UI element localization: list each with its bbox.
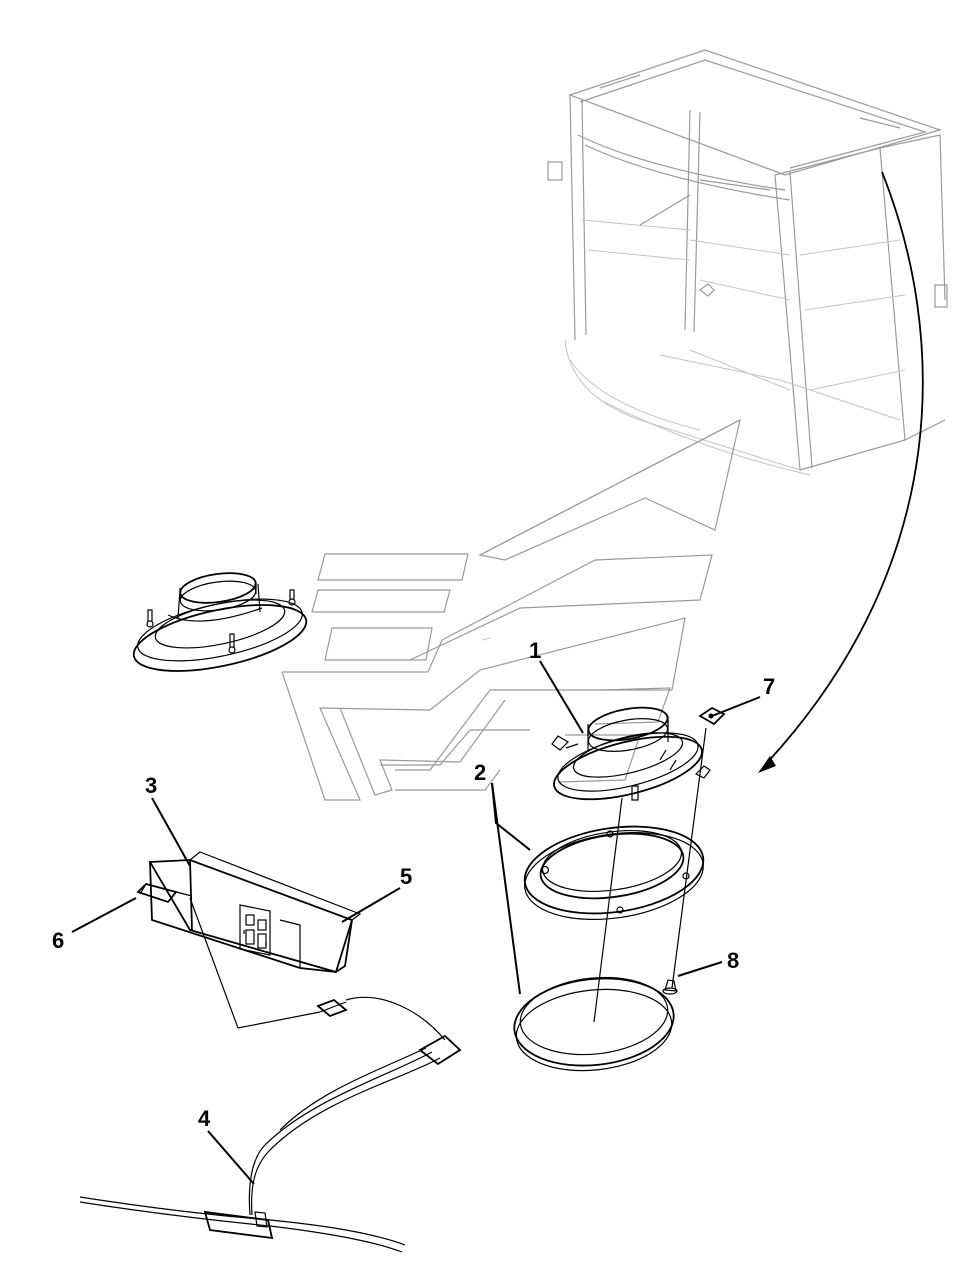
callout-4: 4 (198, 1106, 211, 1131)
callout-3: 3 (145, 773, 157, 798)
location-arrow (758, 171, 924, 773)
gasket-item-2 (513, 976, 675, 1072)
trim-ring-item-2 (523, 825, 705, 921)
callouts: 1 2 3 4 5 6 7 8 (52, 638, 775, 1131)
callout-7: 7 (763, 674, 775, 699)
callout-5: 5 (400, 864, 412, 889)
clip-nut-item-7 (698, 706, 726, 726)
callout-2: 2 (474, 760, 486, 785)
speaker-reference-view (132, 572, 308, 672)
speaker-item-1 (551, 706, 711, 801)
phantom-view-arrow (281, 418, 741, 801)
callout-6: 6 (52, 928, 64, 953)
wire-harness-item-4 (79, 897, 462, 1253)
assembly-lines (593, 727, 707, 1023)
callout-1: 1 (529, 638, 541, 663)
radio-item-3 (148, 851, 362, 974)
cab-frame (547, 49, 948, 476)
screw-item-8 (662, 979, 678, 995)
antenna-plug-item-6 (136, 882, 193, 904)
leader-lines (71, 660, 761, 1185)
callout-8: 8 (727, 948, 739, 973)
